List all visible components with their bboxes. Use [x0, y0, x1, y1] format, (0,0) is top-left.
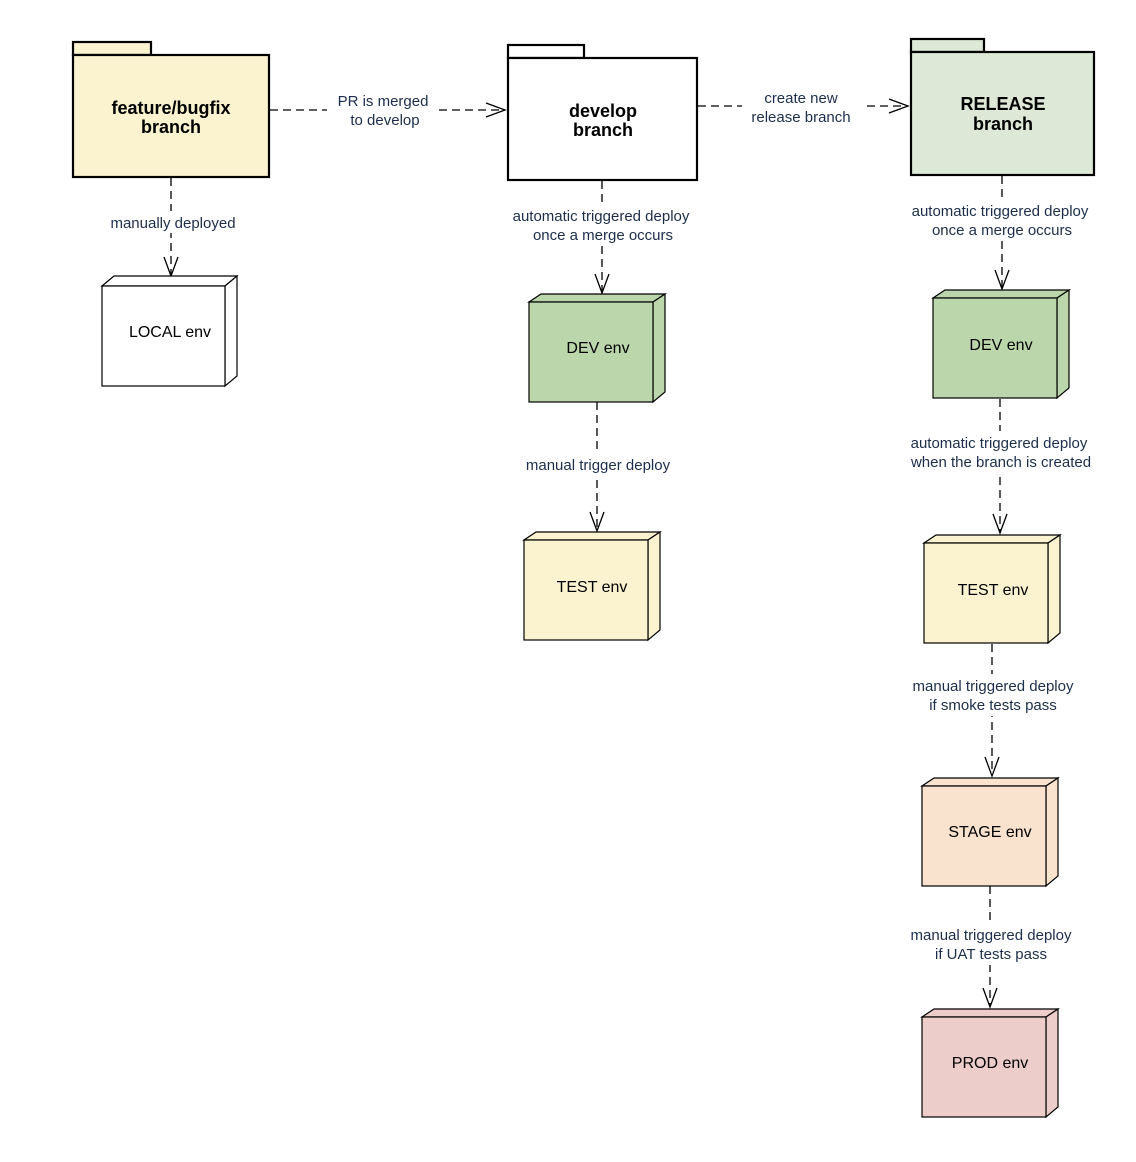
edge-label-line2: if smoke tests pass	[929, 697, 1057, 714]
edge-label-develop-to-release: create new release branch	[742, 86, 862, 126]
edge-label-line2: to develop	[350, 112, 419, 129]
feature-branch-title-line2: branch	[141, 117, 201, 137]
develop-branch-title-line1: develop	[569, 101, 637, 121]
edge-label-release-to-dev: automatic triggered deploy once a merge …	[901, 199, 1103, 241]
edge-label-release-stage-to-prod: manual triggered deploy if UAT tests pas…	[900, 923, 1082, 965]
edge-label-feature-to-local: manually deployed	[102, 211, 244, 233]
release-prod-env-node[interactable]: PROD env	[920, 1007, 1060, 1119]
edge-label-line1: PR is merged	[338, 93, 429, 110]
release-stage-env-label: STAGE env	[948, 824, 1031, 841]
edge-label-line2: once a merge occurs	[932, 222, 1072, 239]
develop-test-env-label: TEST env	[557, 579, 628, 596]
edge-label-line2: when the branch is created	[910, 454, 1091, 471]
edge-label-dev-to-test: manual trigger deploy	[516, 453, 680, 475]
release-prod-env-label: PROD env	[952, 1055, 1028, 1072]
release-dev-env-node[interactable]: DEV env	[931, 288, 1071, 400]
edge-dev-to-test	[589, 402, 605, 533]
edge-label-line1: manually deployed	[110, 215, 235, 232]
edge-label-release-dev-to-test: automatic triggered deploy when the bran…	[900, 431, 1104, 473]
feature-bugfix-branch-package[interactable]: feature/bugfix branch	[71, 40, 271, 179]
edge-label-line1: create new	[764, 90, 838, 107]
edge-label-line2: once a merge occurs	[533, 227, 673, 244]
develop-dev-env-label: DEV env	[566, 340, 629, 357]
release-branch-package[interactable]: RELEASE branch	[909, 37, 1096, 177]
local-env-label: LOCAL env	[129, 324, 211, 341]
edge-label-line1: manual trigger deploy	[526, 457, 671, 474]
edge-label-line1: automatic triggered deploy	[912, 203, 1089, 220]
edge-label-line1: automatic triggered deploy	[513, 208, 690, 225]
edge-label-line1: manual triggered deploy	[911, 927, 1072, 944]
release-dev-env-label: DEV env	[969, 337, 1032, 354]
develop-branch-package[interactable]: develop branch	[506, 43, 699, 182]
develop-test-env-node[interactable]: TEST env	[522, 530, 662, 642]
develop-dev-env-node[interactable]: DEV env	[527, 292, 667, 404]
release-branch-title-line1: RELEASE	[960, 94, 1045, 114]
edge-label-line2: if UAT tests pass	[935, 946, 1047, 963]
local-env-node[interactable]: LOCAL env	[100, 274, 239, 388]
release-test-env-node[interactable]: TEST env	[922, 533, 1062, 645]
edge-label-develop-to-dev: automatic triggered deploy once a merge …	[502, 204, 700, 246]
release-stage-env-node[interactable]: STAGE env	[920, 776, 1060, 888]
edge-label-release-test-to-stage: manual triggered deploy if smoke tests p…	[902, 674, 1086, 716]
edge-label-line1: automatic triggered deploy	[911, 435, 1088, 452]
feature-branch-title-line1: feature/bugfix	[111, 98, 230, 118]
develop-branch-title-line2: branch	[573, 120, 633, 140]
release-branch-title-line2: branch	[973, 114, 1033, 134]
edge-release-stage-to-prod	[982, 886, 998, 1009]
edge-label-line1: manual triggered deploy	[913, 678, 1074, 695]
release-test-env-label: TEST env	[958, 582, 1029, 599]
edge-label-feature-to-develop: PR is merged to develop	[327, 90, 439, 130]
edge-label-line2: release branch	[751, 109, 850, 126]
